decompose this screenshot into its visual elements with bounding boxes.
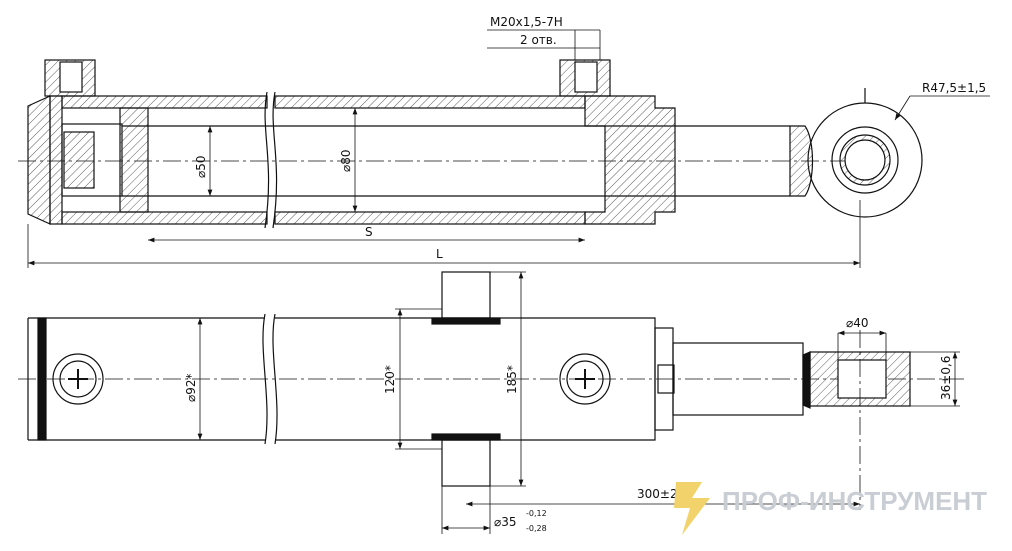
rod-diameter-label: ⌀50 bbox=[194, 156, 208, 179]
exterior-dimensions bbox=[197, 271, 960, 534]
inner-mount-label: 120* bbox=[383, 365, 397, 394]
thread-label: M20x1,5-7H bbox=[490, 15, 563, 29]
eye-width-label: 36±0,6 bbox=[939, 356, 953, 400]
exterior-view bbox=[18, 271, 965, 510]
trunnion-diameter-label: ⌀35 bbox=[494, 515, 517, 529]
trunnion-tol-lower: -0,28 bbox=[526, 524, 547, 533]
watermark: ПРОФ-ИНСТРУМЕНТ bbox=[674, 482, 987, 535]
outer-diameter-label: ⌀92* bbox=[184, 374, 198, 403]
watermark-text: ПРОФ-ИНСТРУМЕНТ bbox=[722, 486, 987, 516]
bore-diameter-label: ⌀80 bbox=[339, 150, 353, 173]
outer-mount-label: 185* bbox=[505, 365, 519, 394]
trunnion-tol-upper: -0,12 bbox=[526, 509, 547, 518]
section-view bbox=[18, 59, 923, 229]
lightning-logo-icon bbox=[674, 482, 710, 535]
thread-count-label: 2 отв. bbox=[520, 33, 557, 47]
radius-label: R47,5±1,5 bbox=[922, 81, 986, 95]
section-dimensions bbox=[27, 29, 990, 268]
length-label: L bbox=[436, 247, 443, 261]
stroke-label: S bbox=[365, 225, 373, 239]
eye-bore-label: ⌀40 bbox=[846, 316, 869, 330]
